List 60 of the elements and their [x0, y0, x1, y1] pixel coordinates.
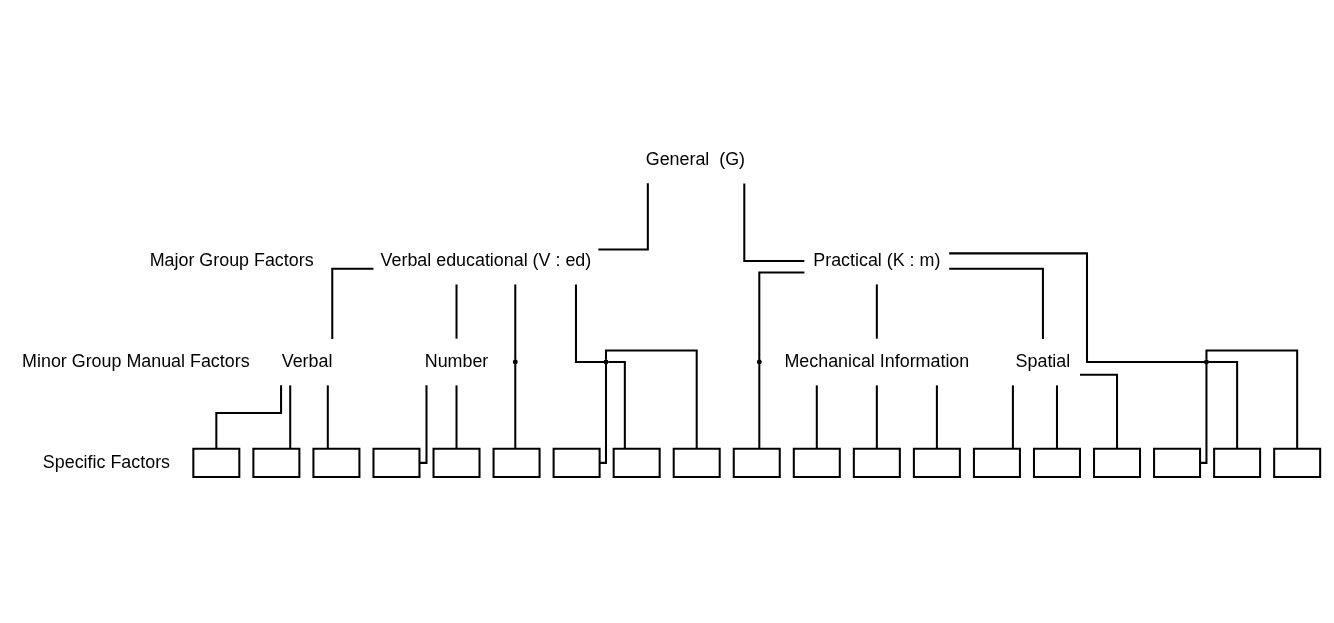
node-bracket [732, 447, 781, 478]
node-point [512, 359, 518, 365]
node-bracket [312, 447, 361, 478]
connector [935, 385, 938, 449]
node-point [1203, 359, 1209, 365]
connector [514, 284, 517, 360]
connector [1200, 364, 1208, 464]
connector [455, 284, 458, 339]
connector [598, 183, 649, 251]
node-text: Verbal [281, 350, 333, 371]
node-bracket [612, 447, 661, 478]
node-bracket [552, 447, 601, 478]
node-text: Mechanical Information [784, 350, 970, 371]
node-text: Spatial [1015, 350, 1071, 371]
connector [419, 385, 428, 464]
connector [875, 284, 878, 339]
connector [758, 271, 805, 361]
node-text: General (G) [645, 148, 746, 169]
node-bracket [852, 447, 901, 478]
node-bracket [372, 447, 421, 478]
node-text: Practical (K : m) [813, 249, 941, 270]
node-bracket [1093, 447, 1142, 478]
node-point [603, 359, 609, 365]
node-bracket [252, 447, 301, 478]
connector [1011, 385, 1014, 449]
node-bracket [912, 447, 961, 478]
connector [331, 267, 374, 339]
connector [1208, 360, 1239, 449]
connector [815, 385, 818, 449]
connector [574, 284, 605, 363]
connector [875, 385, 878, 449]
node-bracket [1213, 447, 1262, 478]
connector [758, 364, 761, 449]
node-bracket [972, 447, 1021, 478]
connector [949, 267, 1044, 339]
node-bracket [672, 447, 721, 478]
connector [608, 360, 626, 449]
label: Specific Factors [42, 451, 171, 472]
connector [455, 385, 458, 449]
node-bracket [1273, 447, 1322, 478]
connector [1055, 385, 1058, 449]
connector [215, 385, 283, 449]
node-point [756, 359, 762, 365]
connector [743, 183, 805, 263]
node-bracket [492, 447, 541, 478]
node-text: Number [424, 350, 489, 371]
connector [289, 385, 292, 449]
connector [1080, 373, 1119, 449]
node-bracket [1153, 447, 1202, 478]
connector [514, 364, 517, 449]
label: Minor Group Manual Factors [22, 350, 250, 371]
connector [949, 252, 1205, 363]
node-bracket [792, 447, 841, 478]
label: Major Group Factors [149, 249, 314, 270]
node-bracket [1032, 447, 1081, 478]
node-text: Verbal educational (V : ed) [380, 249, 592, 270]
node-bracket [432, 447, 481, 478]
node-bracket [192, 447, 241, 478]
connector [326, 385, 329, 449]
connector [599, 364, 607, 464]
